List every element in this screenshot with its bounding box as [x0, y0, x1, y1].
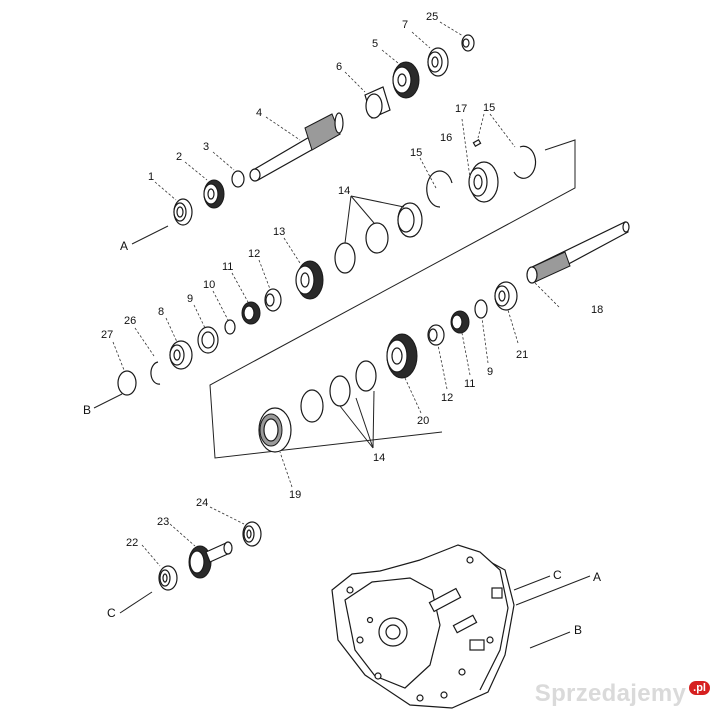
label-part-9-right: 9: [487, 366, 493, 378]
ring-9-left: [197, 326, 219, 354]
bearing-7: [427, 47, 449, 77]
label-part-12-left: 12: [248, 248, 260, 260]
bearing-25: [461, 34, 475, 52]
synchro-hub-14: [397, 202, 423, 238]
bearing-21: [494, 281, 518, 311]
countershaft-group: [117, 202, 423, 396]
shaft-4: [249, 112, 344, 182]
label-part-3: 3: [203, 141, 209, 153]
part-labels: 1 2 3 4 5 6 7 8 9 9 10 11 11 12 12 13 14…: [101, 11, 603, 549]
sleeve-6: [364, 86, 391, 119]
label-part-15-right: 15: [483, 102, 495, 114]
section-boundary: [209, 139, 576, 459]
ref-letter-c-left: C: [107, 606, 116, 620]
ring-10: [224, 319, 236, 335]
label-part-22: 22: [126, 537, 138, 549]
input-shaft-group: [173, 34, 475, 226]
gear-2: [203, 179, 225, 209]
cap-27: [117, 370, 137, 396]
bearing-16: [468, 161, 499, 203]
label-part-10: 10: [203, 279, 215, 291]
ref-letter-a-top: A: [120, 239, 128, 253]
pin-17: [472, 138, 482, 148]
snap-ring-15-b: [513, 145, 537, 179]
label-part-12-right: 12: [441, 392, 453, 404]
label-part-25: 25: [426, 11, 438, 23]
synchro-ring-14-a: [334, 242, 356, 274]
label-part-1: 1: [148, 171, 154, 183]
label-part-17: 17: [455, 103, 467, 115]
idler-gear-23: [188, 541, 233, 579]
label-part-16: 16: [440, 132, 452, 144]
output-shaft-18: [526, 221, 630, 284]
gear-13: [295, 260, 324, 300]
label-part-4: 4: [256, 107, 262, 119]
ring-9-right: [474, 299, 488, 319]
collar-12-right: [427, 324, 445, 346]
label-part-18: 18: [591, 304, 603, 316]
watermark: Sprzedajemy .pl: [535, 680, 710, 708]
bearing-11-right: [450, 310, 470, 334]
synchro-ring-14-e: [300, 389, 324, 423]
snap-ring-15-a: [426, 170, 453, 208]
label-part-23: 23: [157, 516, 169, 528]
ref-letter-b-mid: B: [83, 403, 91, 417]
synchro-ring-14-b: [365, 222, 389, 254]
label-part-6: 6: [336, 61, 342, 73]
gear-5: [392, 61, 420, 99]
ref-letter-c-housing: C: [553, 568, 562, 582]
label-part-27: 27: [101, 329, 113, 341]
output-top-group: [426, 138, 537, 208]
label-part-7: 7: [402, 19, 408, 31]
reference-letters: A B C C A B: [83, 239, 601, 637]
label-part-11-right: 11: [464, 378, 475, 390]
label-part-24: 24: [196, 497, 208, 509]
bearing-8: [169, 340, 193, 370]
label-part-19: 19: [289, 489, 301, 501]
transmission-housing: [331, 544, 515, 709]
reverse-idler-group: [158, 521, 262, 591]
circlip-26: [150, 361, 161, 385]
bearing-22: [158, 565, 178, 591]
label-part-2: 2: [176, 151, 182, 163]
solid-leaders: [93, 195, 591, 649]
label-part-5: 5: [372, 38, 378, 50]
synchro-ring-14-c: [355, 360, 377, 392]
label-part-8: 8: [158, 306, 164, 318]
ref-letter-b-housing: B: [574, 623, 582, 637]
bearing-24: [242, 521, 262, 547]
gear-20: [386, 333, 418, 379]
collar-12-left: [264, 288, 282, 312]
mainshaft-group: [258, 281, 518, 453]
label-part-26: 26: [124, 315, 136, 327]
label-part-11-left: 11: [222, 261, 233, 273]
label-part-9-left: 9: [187, 293, 193, 305]
sleeve-19: [258, 407, 292, 453]
watermark-text: Sprzedajemy: [534, 680, 687, 707]
label-part-20: 20: [417, 415, 429, 427]
label-part-15-left: 15: [410, 147, 422, 159]
label-part-13: 13: [273, 226, 285, 238]
synchro-ring-14-d: [329, 375, 351, 407]
bearing-11-left: [241, 301, 261, 325]
label-part-21: 21: [516, 349, 528, 361]
snap-ring-3: [231, 170, 245, 188]
leader-lines: [112, 21, 560, 567]
bearing-1: [173, 198, 193, 226]
label-part-14-bottom: 14: [373, 452, 385, 464]
label-part-14-top: 14: [338, 185, 350, 197]
ref-letter-a-housing: A: [593, 570, 601, 584]
watermark-badge: .pl: [689, 681, 710, 695]
